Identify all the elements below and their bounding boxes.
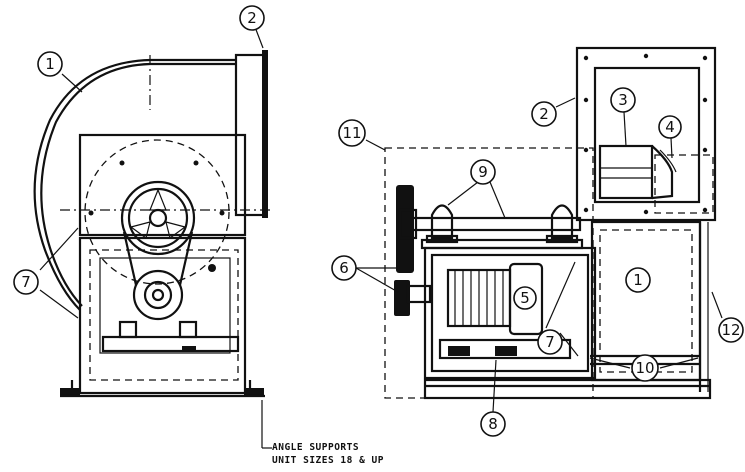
svg-text:6: 6 xyxy=(339,259,349,277)
svg-text:4: 4 xyxy=(665,118,675,136)
callout-9: 9 xyxy=(470,159,496,185)
svg-text:ANGLE SUPPORTS: ANGLE SUPPORTS xyxy=(272,442,359,453)
svg-text:12: 12 xyxy=(721,321,740,339)
svg-text:3: 3 xyxy=(618,91,628,109)
base-rail xyxy=(423,378,712,400)
inlet-cone xyxy=(651,145,674,200)
callout-3: 3 xyxy=(610,87,636,113)
svg-text:8: 8 xyxy=(488,415,498,433)
svg-text:5: 5 xyxy=(520,289,530,307)
callout-2-right: 2 xyxy=(531,101,557,127)
motor-base xyxy=(438,338,572,360)
callout-11: 11 xyxy=(338,119,366,147)
callout-12: 12 xyxy=(718,317,744,343)
svg-text:UNIT SIZES 18 & UP: UNIT SIZES 18 & UP xyxy=(272,455,384,466)
front-view xyxy=(33,50,270,398)
svg-text:1: 1 xyxy=(45,55,55,73)
svg-text:11: 11 xyxy=(342,124,361,142)
callout-1-left: 1 xyxy=(37,51,63,77)
callout-2-left: 2 xyxy=(239,5,265,31)
drive-frame xyxy=(78,236,247,395)
callout-7-left: 7 xyxy=(13,269,39,295)
svg-text:1: 1 xyxy=(633,271,643,289)
svg-text:9: 9 xyxy=(478,163,488,181)
svg-text:2: 2 xyxy=(539,105,549,123)
svg-text:2: 2 xyxy=(247,9,257,27)
callout-8: 8 xyxy=(480,411,506,437)
housing-scroll xyxy=(33,58,236,311)
callout-1-right: 1 xyxy=(625,267,651,293)
angle-supports-note: ANGLE SUPPORTS UNIT SIZES 18 & UP xyxy=(272,442,384,466)
svg-text:7: 7 xyxy=(545,333,555,351)
motor-pulley xyxy=(132,269,184,321)
pulleys-side xyxy=(394,185,432,316)
motor xyxy=(446,262,544,336)
housing-front-plate xyxy=(78,133,247,237)
callout-10: 10 xyxy=(631,354,659,382)
outlet-flange-side xyxy=(575,46,717,222)
fan-wheel xyxy=(598,144,654,200)
motor-frame xyxy=(423,246,597,380)
callout-6: 6 xyxy=(331,255,357,281)
callout-4: 4 xyxy=(658,115,682,139)
svg-text:7: 7 xyxy=(21,273,31,291)
side-view xyxy=(384,46,717,400)
callout-7-right: 7 xyxy=(537,329,563,355)
svg-text:10: 10 xyxy=(635,359,654,377)
belt-guard xyxy=(384,147,594,399)
fan-pulley xyxy=(120,180,196,256)
callout-5: 5 xyxy=(513,286,537,310)
